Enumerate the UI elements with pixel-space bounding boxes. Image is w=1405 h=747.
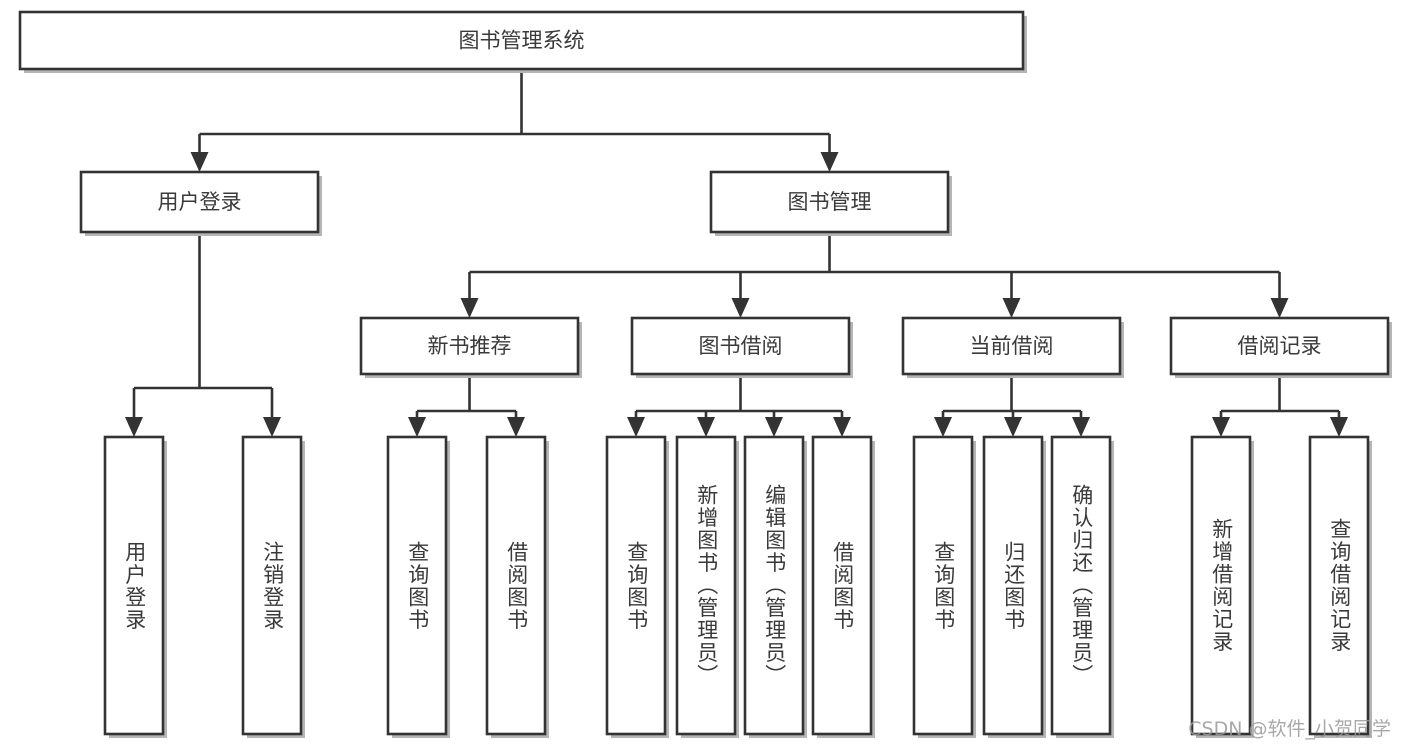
arrow-head-icon bbox=[731, 298, 750, 318]
arrow-head-icon bbox=[820, 152, 839, 172]
boxes-layer bbox=[18, 10, 1392, 738]
csdn-watermark: CSDN @软件_小贺同学 bbox=[1188, 718, 1391, 740]
connectors-layer bbox=[125, 69, 1348, 437]
node-box-leaf-query-books-3[interactable] bbox=[912, 435, 974, 736]
arrow-head-icon bbox=[408, 417, 426, 437]
node-box-root[interactable] bbox=[18, 10, 1025, 71]
node-box-borrow-record[interactable] bbox=[1169, 316, 1390, 376]
arrow-head-icon bbox=[627, 417, 645, 437]
node-box-new-book-recommend[interactable] bbox=[359, 316, 580, 376]
node-label-book-management: 图书管理 bbox=[788, 190, 872, 214]
arrow-head-icon bbox=[1072, 417, 1090, 437]
node-box-leaf-borrow-books-2[interactable] bbox=[811, 435, 873, 736]
arrow-head-icon bbox=[1002, 298, 1021, 318]
arrow-head-icon bbox=[190, 152, 209, 172]
arrow-head-icon bbox=[263, 417, 281, 437]
node-box-leaf-query-books-2[interactable] bbox=[605, 435, 667, 736]
node-box-current-borrow[interactable] bbox=[901, 316, 1122, 376]
node-box-book-borrow[interactable] bbox=[630, 316, 851, 376]
node-label-book-borrow: 图书借阅 bbox=[699, 334, 783, 358]
node-box-leaf-add-borrow-record[interactable] bbox=[1190, 435, 1252, 736]
arrow-head-icon bbox=[833, 417, 851, 437]
node-label-borrow-record: 借阅记录 bbox=[1238, 334, 1322, 358]
node-box-leaf-return-book[interactable] bbox=[982, 435, 1044, 736]
node-box-leaf-query-books-1[interactable] bbox=[386, 435, 448, 736]
node-box-leaf-user-login[interactable] bbox=[103, 435, 165, 736]
arrow-head-icon bbox=[1004, 417, 1022, 437]
arrow-head-icon bbox=[125, 417, 143, 437]
node-box-leaf-add-book[interactable] bbox=[675, 435, 737, 736]
node-box-leaf-query-borrow-record[interactable] bbox=[1308, 435, 1370, 736]
arrow-head-icon bbox=[697, 417, 715, 437]
node-box-user-login[interactable] bbox=[79, 170, 320, 234]
arrow-head-icon bbox=[934, 417, 952, 437]
node-box-leaf-edit-book[interactable] bbox=[743, 435, 805, 736]
arrow-head-icon bbox=[765, 417, 783, 437]
node-box-book-management[interactable] bbox=[709, 170, 950, 234]
node-label-new-book-recommend: 新书推荐 bbox=[428, 334, 512, 358]
arrow-head-icon bbox=[460, 298, 479, 318]
arrow-head-icon bbox=[507, 417, 525, 437]
node-box-leaf-logout[interactable] bbox=[241, 435, 303, 736]
arrow-head-icon bbox=[1270, 298, 1289, 318]
node-label-current-borrow: 当前借阅 bbox=[970, 334, 1054, 358]
node-box-leaf-borrow-books-1[interactable] bbox=[485, 435, 547, 736]
arrow-head-icon bbox=[1212, 417, 1230, 437]
arrow-head-icon bbox=[1330, 417, 1348, 437]
node-box-leaf-confirm-return[interactable] bbox=[1050, 435, 1112, 736]
node-label-user-login: 用户登录 bbox=[158, 190, 242, 214]
node-label-root: 图书管理系统 bbox=[459, 29, 585, 53]
